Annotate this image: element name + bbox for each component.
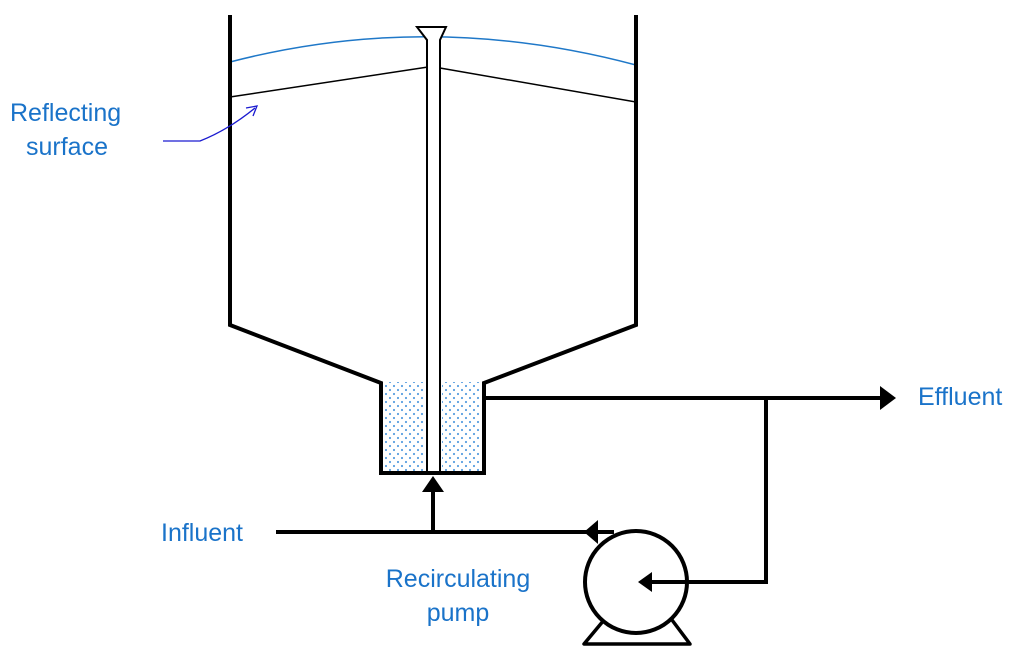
reflecting-surface-right: [439, 67, 637, 103]
reflecting-surface-pointer: [163, 107, 256, 142]
recirculating-pump-label-line1: Recirculating: [385, 565, 531, 593]
reflecting-surface-label-line1: Reflecting: [10, 99, 122, 127]
media-bed-left: [385, 382, 425, 472]
feed-pipe: [414, 26, 448, 473]
media-bed-right: [442, 382, 480, 472]
reflecting-surface-label-line2: surface: [26, 133, 108, 161]
pump-base: [582, 618, 692, 646]
recirculation-return-arrowhead: [584, 520, 598, 544]
effluent-arrowhead: [880, 386, 896, 410]
reflecting-surface-label: Reflecting surface: [10, 96, 121, 164]
pump-inlet-arrowhead: [638, 572, 652, 592]
recirculating-pump-label-line2: pump: [426, 599, 490, 627]
reflecting-surface-left: [229, 66, 429, 98]
influent-label: Influent: [161, 519, 244, 547]
reflecting-surface-pointer-head: [245, 105, 259, 117]
riser-arrowhead: [422, 476, 444, 492]
recirculating-pump-label: Recirculating pump: [372, 562, 544, 630]
effluent-label: Effluent: [918, 383, 1003, 411]
recirculation-line: [658, 398, 768, 584]
